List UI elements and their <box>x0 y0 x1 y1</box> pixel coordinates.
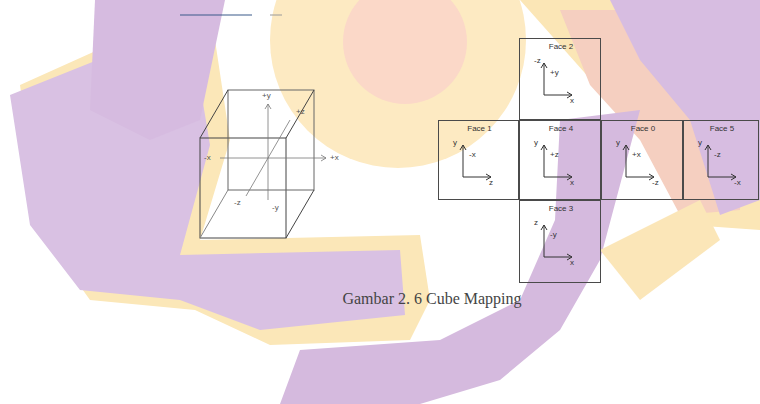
face-title: Face 1 <box>467 125 491 133</box>
axis-glyph <box>684 121 760 201</box>
axis-glyph <box>520 121 602 201</box>
top-rule <box>180 15 282 16</box>
cube-axes <box>220 104 326 200</box>
axis-label: +x <box>330 154 339 162</box>
up-arrow <box>544 145 545 177</box>
axis-glyph <box>439 121 520 201</box>
right-axis-label: z <box>489 179 493 187</box>
right-arrow <box>544 177 572 178</box>
up-axis-label: y <box>698 139 702 147</box>
arrow-head <box>541 63 547 68</box>
face-axis-label: -x <box>469 151 476 159</box>
cube-face: Face 2 -z +y x <box>519 38 601 120</box>
axis-label: -y <box>272 204 279 212</box>
axis-glyph <box>602 121 684 201</box>
right-arrow <box>544 95 572 96</box>
figure-caption: Gambar 2. 6 Cube Mapping <box>342 290 521 308</box>
face-axis-label: -y <box>550 231 557 239</box>
axis-glyph <box>520 39 602 121</box>
up-axis-label: z <box>534 219 538 227</box>
right-axis-label: -z <box>652 179 659 187</box>
right-axis-label: x <box>570 259 574 267</box>
up-arrow <box>544 225 545 257</box>
watermark <box>10 0 760 404</box>
up-axis-label: -z <box>534 57 541 65</box>
face-title: Face 4 <box>549 125 573 133</box>
face-axis-label: +z <box>550 151 559 159</box>
right-axis-label: x <box>570 179 574 187</box>
right-arrow <box>626 177 654 178</box>
right-arrow <box>544 257 572 258</box>
face-title: Face 3 <box>549 205 573 213</box>
face-title: Face 0 <box>631 125 655 133</box>
axis-label: +z <box>296 108 305 116</box>
right-axis-label: x <box>570 97 574 105</box>
face-axis-label: +x <box>632 151 641 159</box>
axis-label: -z <box>234 199 241 207</box>
cube-face: Face 3 z -y x <box>519 200 601 283</box>
right-arrow <box>708 177 736 178</box>
right-arrow <box>463 177 491 178</box>
up-arrow <box>463 145 464 177</box>
face-title: Face 2 <box>549 43 573 51</box>
arrow-head <box>541 145 547 150</box>
arrow-head <box>623 145 629 150</box>
up-arrow <box>708 145 709 177</box>
face-title: Face 5 <box>710 125 734 133</box>
up-axis-label: y <box>616 139 620 147</box>
face-axis-label: -z <box>714 151 721 159</box>
up-arrow <box>544 63 545 95</box>
up-axis-label: y <box>453 139 457 147</box>
face-axis-label: +y <box>550 69 559 77</box>
arrow-head <box>460 145 466 150</box>
arrow-head <box>705 145 711 150</box>
right-axis-label: -x <box>734 179 741 187</box>
cube-face: Face 1 y -x z <box>438 120 519 200</box>
axis-label: +y <box>262 92 271 100</box>
cube-face: Face 4 y +z x <box>519 120 601 200</box>
cube-wireframe <box>200 90 314 238</box>
cube-face: Face 5 y -z -x <box>683 120 759 200</box>
arrow-head <box>541 225 547 230</box>
up-arrow <box>626 145 627 177</box>
up-axis-label: y <box>534 139 538 147</box>
axis-glyph <box>520 201 602 284</box>
axis-label: -x <box>204 154 211 162</box>
cube-face: Face 0 y +x -z <box>601 120 683 200</box>
